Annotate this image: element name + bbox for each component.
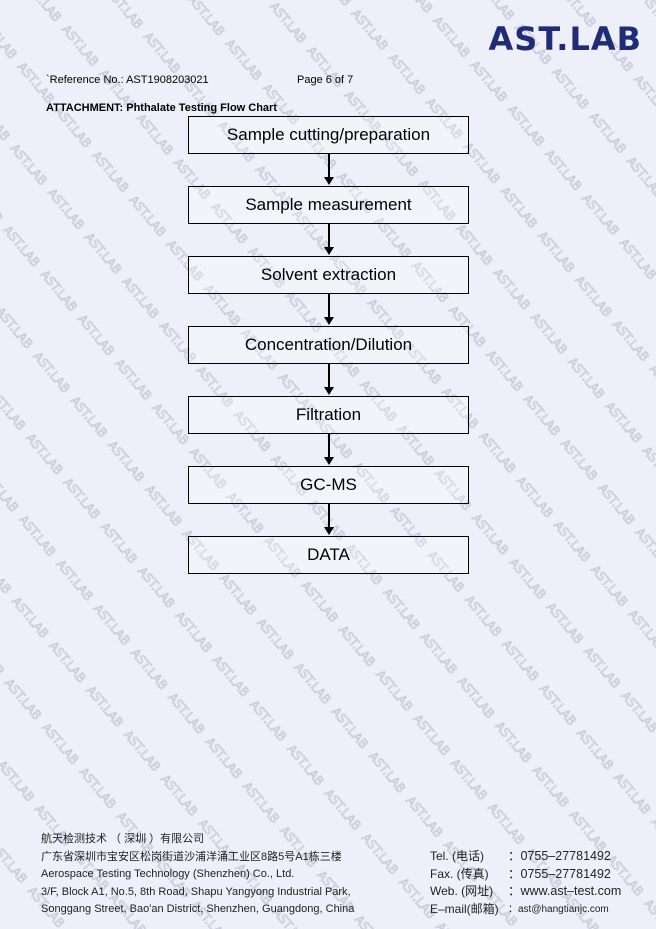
- address-cn: 广东省深圳市宝安区松岗街道沙浦洋涌工业区8路5号A1栋三楼: [41, 850, 342, 863]
- flow-arrow: [324, 364, 334, 395]
- flow-step-sample-measurement: Sample measurement: [188, 186, 469, 224]
- email-value: ：ast@hangtianjc.com: [508, 903, 609, 915]
- flow-step-sample-cutting: Sample cutting/preparation: [188, 116, 469, 154]
- page-number: Page 6 of 7: [297, 74, 354, 86]
- flow-step-filtration: Filtration: [188, 396, 469, 434]
- fax-label: Fax. (传真): [430, 866, 489, 881]
- email-label: E–mail(邮箱): [430, 901, 499, 916]
- footer-contacts: Tel. (电话) ：0755–27781492 Fax. (传真) ：0755…: [430, 848, 621, 918]
- fax-value: ：0755–27781492: [508, 866, 611, 881]
- contact-email: E–mail(邮箱) ：ast@hangtianjc.com: [430, 901, 621, 919]
- flow-arrow: [324, 154, 334, 185]
- flow-step-gc-ms: GC-MS: [188, 466, 469, 504]
- contact-web: Web. (网址) ：www.ast–test.com: [430, 883, 621, 901]
- flow-step-data: DATA: [188, 536, 469, 574]
- contact-fax: Fax. (传真) ：0755–27781492: [430, 866, 621, 884]
- flow-arrow: [324, 434, 334, 465]
- company-name-en: Aerospace Testing Technology (Shenzhen) …: [41, 868, 295, 881]
- flow-arrow: [324, 504, 334, 535]
- web-value: ：www.ast–test.com: [508, 884, 622, 898]
- tel-value: ：0755–27781492: [508, 849, 611, 863]
- web-label: Web. (网址): [430, 884, 494, 898]
- flow-arrow: [324, 294, 334, 325]
- address-en-line1: 3/F, Block A1, No.5, 8th Road, Shapu Yan…: [41, 885, 351, 898]
- tel-label: Tel. (电话): [430, 849, 485, 863]
- contact-tel: Tel. (电话) ：0755–27781492: [430, 848, 621, 866]
- flow-step-concentration: Concentration/Dilution: [188, 326, 469, 364]
- company-logo: AST.LAB: [488, 20, 642, 58]
- footer-address: 航天检测技术 （ 深圳 ）有限公司 广东省深圳市宝安区松岗街道沙浦洋涌工业区8路…: [41, 831, 354, 919]
- reference-number: `Reference No.: AST1908203021: [46, 74, 209, 86]
- address-en-line2: Songgang Street, Bao'an District, Shenzh…: [41, 903, 355, 916]
- flow-arrow: [324, 224, 334, 255]
- flow-step-solvent-extraction: Solvent extraction: [188, 256, 469, 294]
- company-name-cn: 航天检测技术 （ 深圳 ）有限公司: [41, 833, 205, 845]
- attachment-title: ATTACHMENT: Phthalate Testing Flow Chart: [46, 102, 277, 114]
